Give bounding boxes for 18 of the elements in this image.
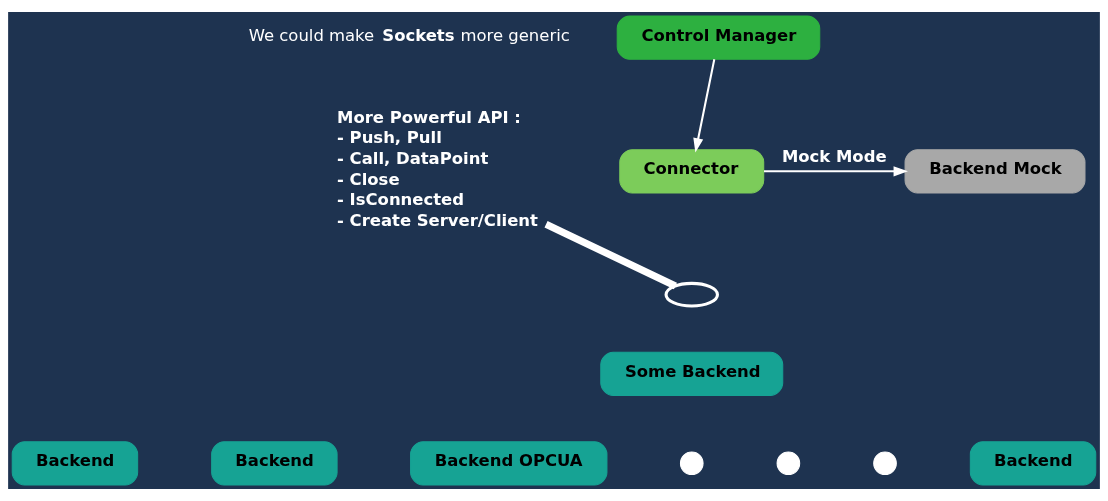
node-box: Connector <box>619 149 765 194</box>
node-circle <box>873 451 897 476</box>
node-box: Backend <box>11 441 139 486</box>
node-box: Backend OPCUA <box>410 441 608 486</box>
node-ellipse <box>664 281 719 308</box>
edge-label: Mock Mode <box>781 146 887 166</box>
node-box: Backend <box>969 441 1097 486</box>
node-text: More Powerful API : - Push, Pull - Call, DataPoint - Close - IsConnected - Create Server/Client <box>337 107 538 230</box>
node-box: Backend Mock <box>904 149 1086 194</box>
node-circle <box>679 451 704 476</box>
connector <box>544 221 677 290</box>
node-box: Some Backend <box>600 351 784 396</box>
label: We could make Sockets more generic <box>248 25 570 45</box>
node-box: Control Manager <box>616 15 821 60</box>
node-circle <box>776 451 801 476</box>
node-box: Backend <box>211 441 338 486</box>
arrow <box>693 59 716 153</box>
arrow <box>764 166 908 177</box>
